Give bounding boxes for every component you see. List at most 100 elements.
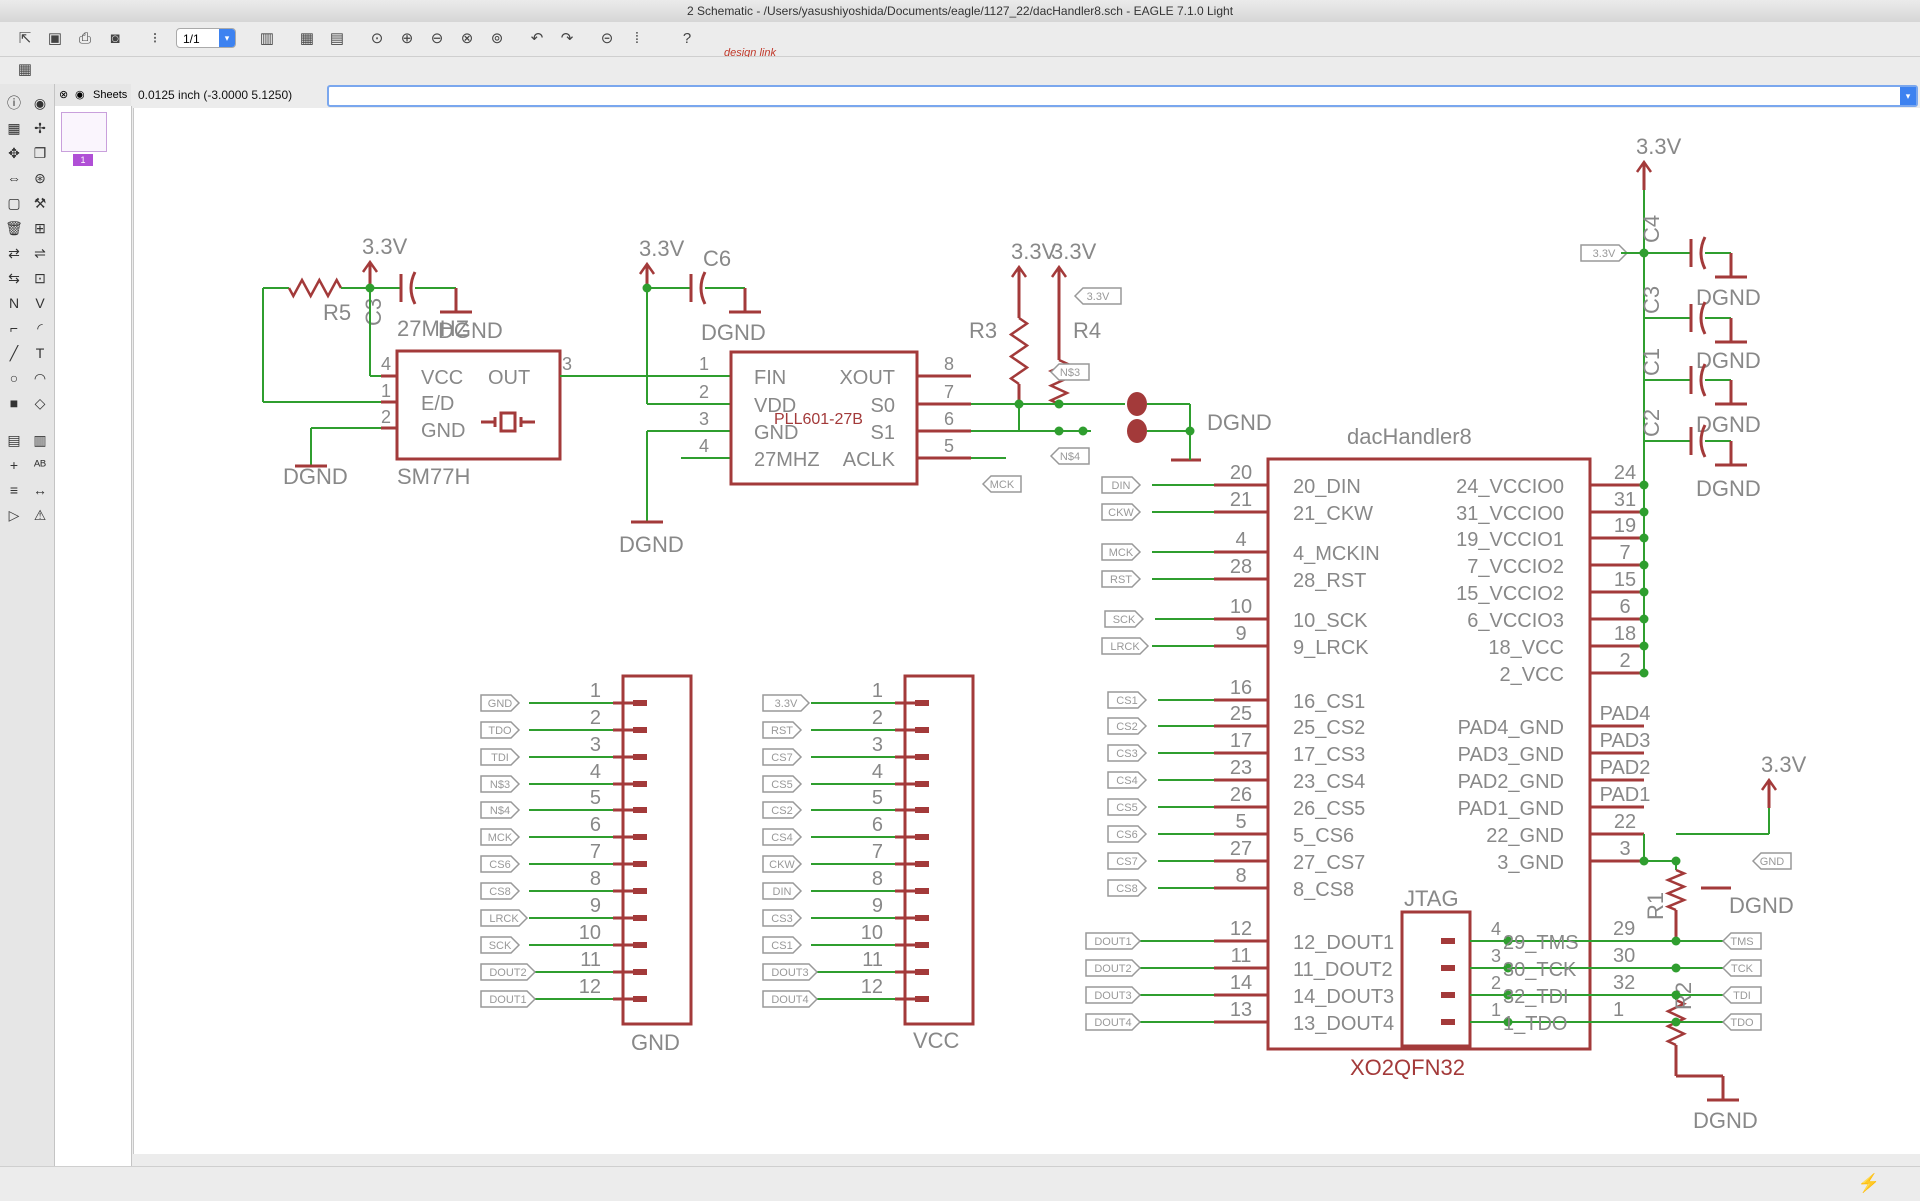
net-label-flag [480,801,521,819]
undo-icon[interactable]: ↶ [530,30,544,47]
sheet-thumbnail[interactable] [61,112,107,152]
open-icon[interactable]: ⇱ [18,30,32,47]
dac-pin-name: 17_CS3 [1293,744,1365,766]
copy-icon[interactable]: ❐ [33,145,47,161]
dac-pin-name: 6_VCCIO3 [1467,610,1564,632]
attribute-icon[interactable]: ≡ [9,482,19,498]
pll-pin-name: S0 [871,395,895,417]
sheets-header: ⊗ ◉ Sheets [55,84,131,106]
junction-dot [1639,248,1649,258]
wire-icon[interactable]: ╱ [9,345,19,361]
dac-pin-name: 23_CS4 [1293,771,1365,793]
group-icon[interactable]: ▢ [7,195,21,211]
cam-icon[interactable]: ◙ [110,30,120,47]
change-icon[interactable]: ⚒ [33,195,47,211]
net-label-flag [1107,852,1148,870]
help-icon[interactable]: ? [682,30,692,47]
supply-label: 3.3V [1051,239,1097,264]
stop-icon[interactable]: ⊝ [600,30,614,47]
net-label-text: GND [488,698,513,710]
c2-label: C2 [1639,409,1664,437]
net-label-text: LRCK [1110,641,1140,653]
pll-pin-name: FIN [754,367,786,389]
sheet-number-badge[interactable]: 1 [73,154,93,166]
layer-grid-icon[interactable]: ▦ [17,61,33,78]
dac-pin-name: PAD2_GND [1458,771,1564,793]
split-icon[interactable]: ⊡ [34,270,46,286]
net-label-flag [762,909,803,927]
supply-arrow [1050,264,1068,278]
text-icon[interactable]: T [35,345,45,361]
header-pin [633,969,647,975]
replace-icon[interactable]: ⇌ [34,245,46,261]
junction-dot [1503,990,1513,1000]
zoom-select-icon[interactable]: ⊗ [460,30,474,47]
rotate-icon[interactable]: ⊛ [34,170,46,186]
net-icon[interactable]: ▥ [33,432,47,448]
pll-pin-name: GND [754,422,798,444]
add-icon[interactable]: ⊞ [34,220,46,236]
delete-icon[interactable]: 🗑 [5,220,23,236]
zoom-out-icon[interactable]: ⊖ [430,30,444,47]
name-icon[interactable]: N [8,295,20,311]
move-icon[interactable]: ✥ [8,145,20,161]
arc-icon[interactable]: ◠ [33,370,47,386]
pin-number: 8 [872,868,883,890]
bus-icon[interactable]: ▤ [7,432,21,448]
miter-icon[interactable]: ⌐ [9,320,19,336]
print-icon[interactable]: ⎙ [78,30,91,47]
redraw-icon[interactable]: ⊚ [490,30,504,47]
go-icon[interactable]: ⁞ [634,30,640,47]
circle-icon[interactable]: ○ [9,370,19,386]
errors-icon[interactable]: ⚠ [33,507,47,523]
net-label-flag [1101,637,1150,655]
net-label-flag [1101,476,1142,494]
redo-icon[interactable]: ↷ [560,30,574,47]
zoom-fit-icon[interactable]: ⊙ [370,30,384,47]
rect-icon[interactable]: ■ [9,395,19,411]
junction-dot [1054,426,1064,436]
command-line[interactable]: ▾ [327,85,1918,107]
erc-icon[interactable]: ▷ [8,507,20,523]
command-input[interactable] [329,87,1916,105]
pin-number: 2 [381,407,391,427]
junction-icon[interactable]: + [9,457,19,473]
grid-icon[interactable]: ▦ [299,30,315,47]
value-icon[interactable]: V [35,295,45,311]
label-icon[interactable]: ᴬᴮ [33,457,47,473]
net-label-flag [480,721,521,739]
net-label-flag [1580,244,1629,262]
zoom-in-icon[interactable]: ⊕ [400,30,414,47]
gateswap-icon[interactable]: ⇆ [8,270,20,286]
pin-number: 4 [381,354,391,374]
dimension-icon[interactable]: ↔ [33,482,47,498]
mirror-icon[interactable]: ⇔ [7,170,21,186]
polygon-icon[interactable]: ◇ [34,395,46,411]
board-icon[interactable]: ▤ [329,30,345,47]
dgnd-label: DGND [1207,410,1272,435]
show-icon[interactable]: ◉ [33,95,47,111]
pinswap-icon[interactable]: ⇄ [8,245,20,261]
mark-icon[interactable]: ✢ [34,120,46,136]
schematic-svg[interactable]: 3.3VC3DGNDR527MHZDGNDVCCE/DGNDOUT4123SM7… [134,108,1920,1154]
smash-icon[interactable]: ◜ [37,320,43,336]
net-label-text: GND [1760,856,1785,868]
pin-number: 27 [1230,838,1252,860]
design-link-button[interactable]: design link [724,47,776,59]
pin-number: 1 [1491,1000,1501,1020]
chevron-down-icon[interactable]: ▾ [1900,87,1916,105]
net-label-flag [480,963,537,981]
net-label-flag [1107,879,1148,897]
close-icon[interactable]: ⊗ [59,89,69,101]
sheets-panel: 1 [55,106,132,1166]
info-icon[interactable]: ⓘ [7,95,21,111]
junction-dot [1671,990,1681,1000]
script-icon[interactable]: ⁝ [152,30,158,47]
display-icon[interactable]: ▦ [7,120,21,136]
pin-number: 3 [872,734,883,756]
junction-dot [1503,1017,1513,1027]
save-icon[interactable]: ▣ [47,30,63,47]
sheet-select[interactable]: 1/1▾ [176,28,236,48]
ulp-icon[interactable]: ▥ [259,30,275,47]
